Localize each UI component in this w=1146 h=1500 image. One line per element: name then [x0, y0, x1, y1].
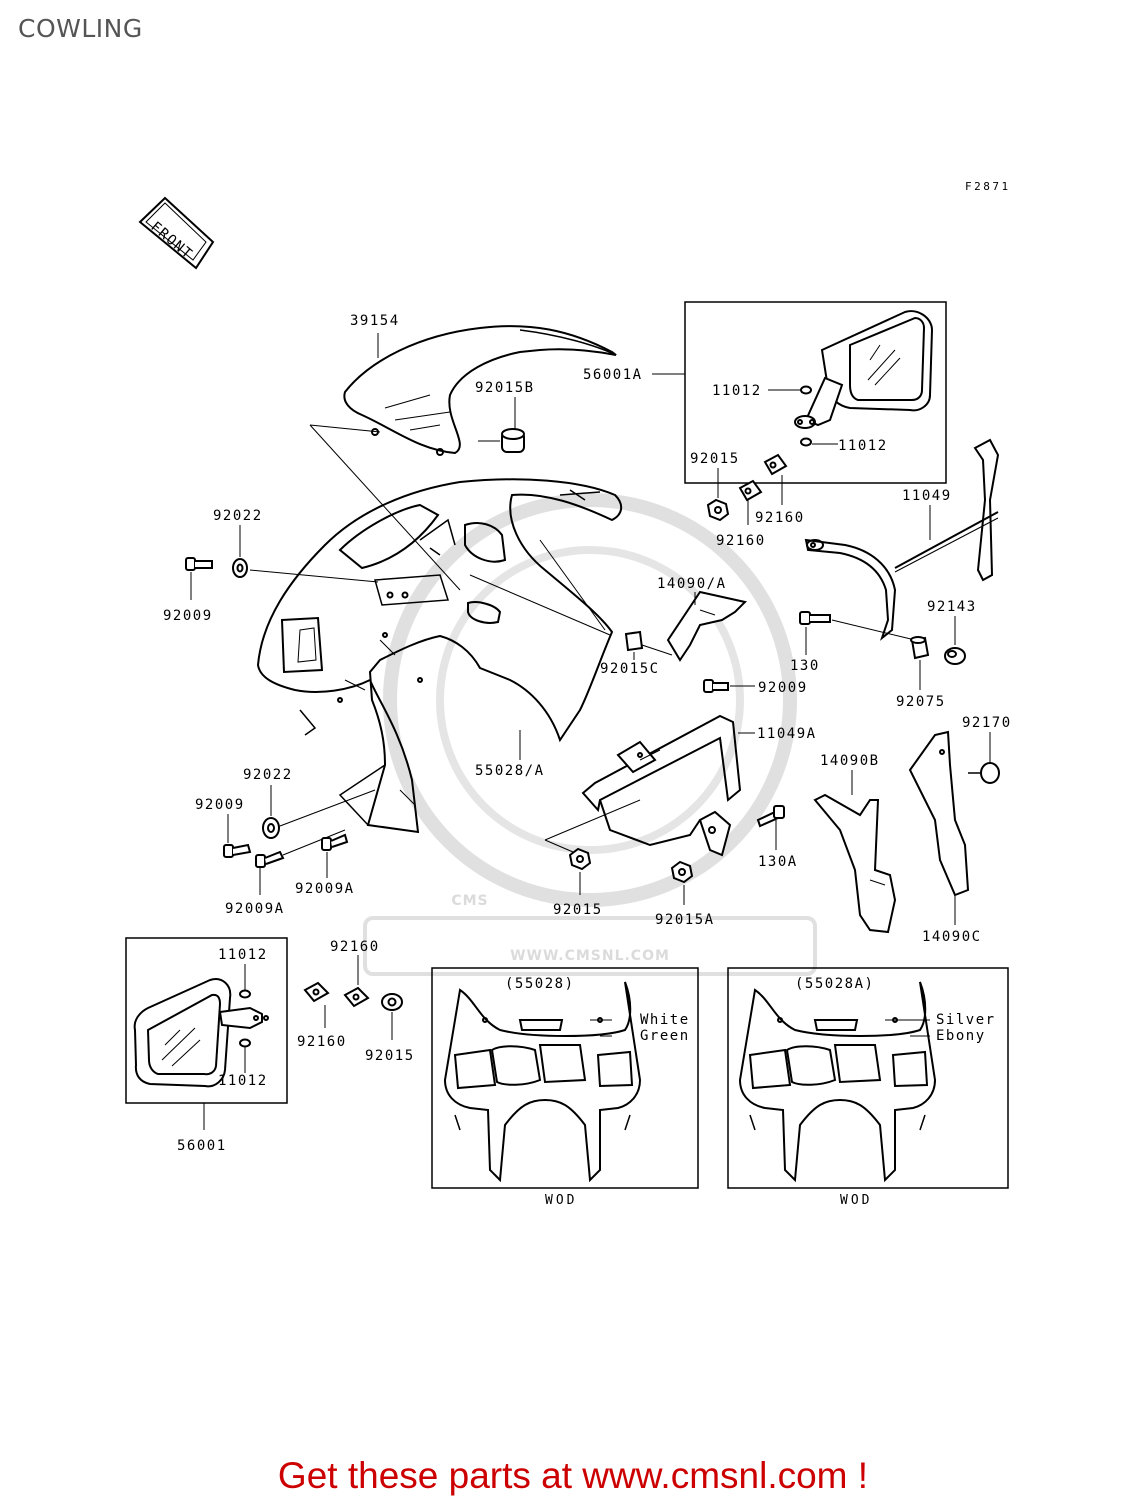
part-label-92009A-b: 92009A [295, 881, 355, 897]
part-label-92160-upper-a: 92160 [755, 510, 805, 526]
part-label-92009A-a: 92009A [225, 901, 285, 917]
variant-title-55028: (55028) [505, 976, 575, 992]
front-arrow-icon: FRONT [138, 196, 215, 270]
bolt-92009-mid [703, 679, 729, 693]
bolt-92009-left [185, 557, 213, 571]
cta-link[interactable]: Get these parts at www.cmsnl.com ! [277, 1455, 869, 1496]
variant-color2-55028A: Ebony [936, 1028, 986, 1044]
grommet-92143 [944, 647, 966, 665]
bolt-92009A-b [321, 833, 349, 851]
variant-color2-55028: Green [640, 1028, 690, 1044]
collar-92075 [910, 636, 930, 660]
washer-92022-lower [262, 817, 280, 839]
cowl-front-55028 [443, 981, 642, 1183]
part-label-14090B: 14090B [820, 753, 880, 769]
panel-14090C [908, 730, 970, 897]
part-label-92170: 92170 [962, 715, 1012, 731]
damper-92160-lower-b [343, 986, 370, 1008]
part-label-92160-upper-b: 92160 [716, 533, 766, 549]
watermark-logo: CMS [451, 893, 488, 909]
variant-color1-55028: White [640, 1012, 690, 1028]
mirror-box-56001 [125, 937, 288, 1104]
part-label-11012-bot-a: 11012 [218, 947, 268, 963]
clip-92015C [624, 630, 644, 652]
diagram-ref-code: F2871 [965, 180, 1011, 193]
variant-box-55028A [727, 967, 1009, 1189]
damper-92160-upper-b [738, 479, 763, 502]
part-label-11049: 11049 [902, 488, 952, 504]
part-label-92009-lower: 92009 [195, 797, 245, 813]
variant-note-55028: WOD [545, 1193, 577, 1208]
part-label-11012-top-a: 11012 [712, 383, 762, 399]
part-label-55028A-main: 55028/A [475, 763, 545, 779]
part-label-11012-top-b: 11012 [838, 438, 888, 454]
part-label-92009-mid: 92009 [758, 680, 808, 696]
part-label-92015-bottom: 92015 [365, 1048, 415, 1064]
damper-92160-lower-a [303, 981, 330, 1003]
damper-92160-upper-a [763, 453, 788, 476]
watermark-url: WWW.CMSNL.COM [510, 948, 670, 964]
washer-92022-upper [232, 558, 248, 578]
part-label-92015-lower: 92015 [553, 902, 603, 918]
part-label-56001A: 56001A [583, 367, 643, 383]
part-label-92160-lower-a: 92160 [330, 939, 380, 955]
part-label-92075: 92075 [896, 694, 946, 710]
stay-11049 [804, 438, 1000, 641]
panel-14090B [813, 793, 897, 934]
nut-92015-lower [568, 847, 592, 871]
part-label-92009-left: 92009 [163, 608, 213, 624]
mirror-56001 [133, 978, 269, 1088]
bolt-130 [799, 611, 831, 625]
bracket-11049A [581, 714, 742, 857]
mirror-box-56001A [684, 301, 947, 484]
grommet-92015B [501, 428, 525, 453]
variant-note-55028A: WOD [840, 1193, 872, 1208]
part-label-92022-upper: 92022 [213, 508, 263, 524]
part-label-92022-lower: 92022 [243, 767, 293, 783]
upper-cowl-55028 [256, 478, 623, 834]
part-label-14090A: 14090/A [657, 576, 727, 592]
part-label-92015B: 92015B [475, 380, 535, 396]
nut-92015A [670, 860, 694, 884]
cms-watermark: CMS WWW.CMSNL.COM [363, 493, 817, 976]
part-label-130: 130 [790, 658, 820, 674]
nut-92015-upper [706, 498, 730, 522]
page-title: COWLING [18, 14, 143, 43]
part-label-56001: 56001 [177, 1138, 227, 1154]
part-label-39154: 39154 [350, 313, 400, 329]
part-label-130A: 130A [758, 854, 798, 870]
clip-92170 [968, 762, 1000, 784]
part-label-92160-lower-b: 92160 [297, 1034, 347, 1050]
bracket-14090A [666, 590, 747, 662]
part-label-14090C: 14090C [922, 929, 982, 945]
part-label-92015-upper: 92015 [690, 451, 740, 467]
bolt-92009-lower [223, 843, 252, 858]
cowl-front-55028A [738, 981, 937, 1183]
mirror-56001A [794, 310, 934, 447]
bolt-92009A-a [255, 850, 285, 868]
bolt-130A [756, 805, 785, 828]
variant-color1-55028A: Silver [936, 1012, 996, 1028]
part-label-92015C: 92015C [600, 661, 660, 677]
nut-92015-bottom [381, 993, 403, 1011]
part-label-11012-bot-b: 11012 [218, 1073, 268, 1089]
variant-title-55028A: (55028A) [795, 976, 874, 992]
part-label-92143: 92143 [927, 599, 977, 615]
variant-box-55028 [431, 967, 699, 1189]
part-label-92015A: 92015A [655, 912, 715, 928]
part-label-11049A: 11049A [757, 726, 817, 742]
